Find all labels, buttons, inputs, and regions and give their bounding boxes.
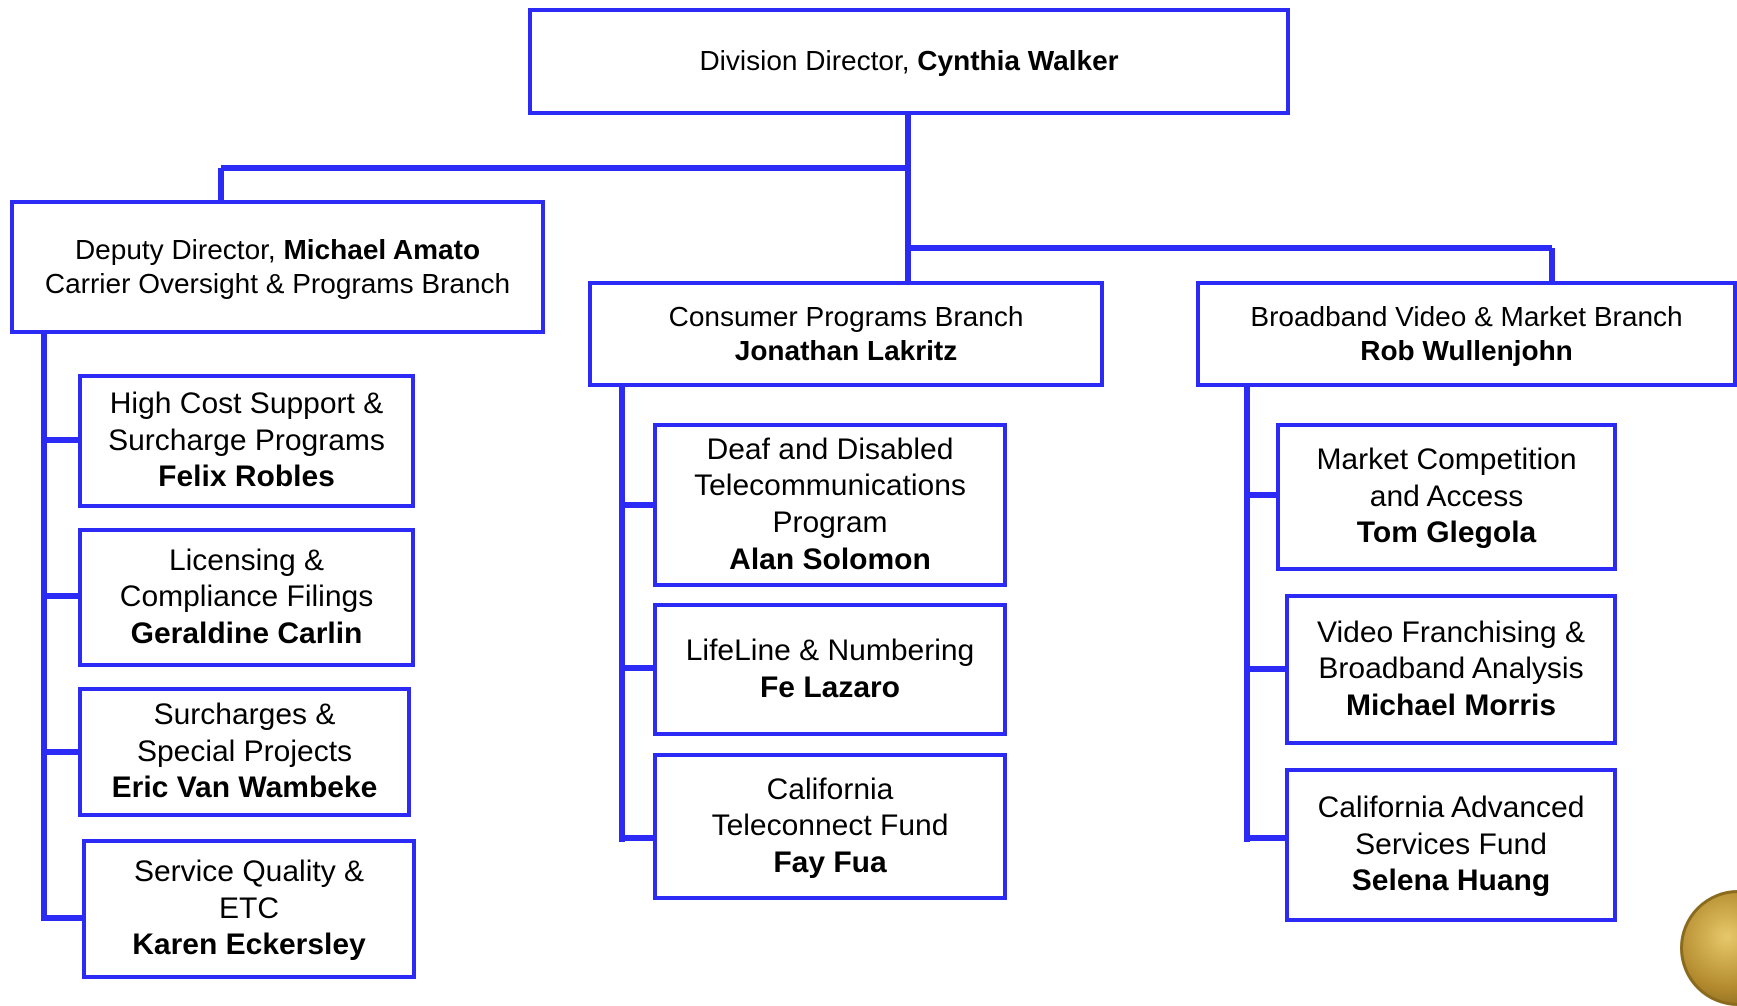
deputy-name: Michael Amato <box>283 233 481 265</box>
consumer-branch-head: Jonathan Lakritz <box>734 335 958 366</box>
unit-deaf-disabled-program: Deaf and Disabled Telecommunications Pro… <box>653 423 1007 587</box>
unit-advanced-services-fund: California Advanced Services Fund Selena… <box>1285 768 1617 922</box>
deputy-director-box: Deputy Director, Michael Amato Carrier O… <box>10 200 545 334</box>
broadband-branch-name: Broadband Video & Market Branch <box>1250 300 1683 332</box>
unit-service-quality-etc: Service Quality & ETC Karen Eckersley <box>82 839 416 979</box>
broadband-branch-head: Rob Wullenjohn <box>1360 335 1573 366</box>
unit-teleconnect-fund: California Teleconnect Fund Fay Fua <box>653 753 1007 900</box>
director-title: Division Director, <box>699 45 918 77</box>
broadband-branch-box: Broadband Video & Market Branch Rob Wull… <box>1196 281 1737 387</box>
consumer-branch-name: Consumer Programs Branch <box>668 300 1024 332</box>
unit-lifeline-numbering: LifeLine & Numbering Fe Lazaro <box>653 603 1007 736</box>
unit-surcharges-special-projects: Surcharges & Special Projects Eric Van W… <box>78 687 411 817</box>
unit-licensing-compliance: Licensing & Compliance Filings Geraldine… <box>78 528 415 667</box>
unit-high-cost-support: High Cost Support & Surcharge Programs F… <box>78 374 415 508</box>
director-name: Cynthia Walker <box>917 45 1119 77</box>
unit-video-franchising: Video Franchising & Broadband Analysis M… <box>1285 594 1617 745</box>
unit-market-competition: Market Competition and Access Tom Glegol… <box>1276 423 1617 571</box>
deputy-branch: Carrier Oversight & Programs Branch <box>44 268 511 299</box>
connector-lines <box>41 114 1555 921</box>
deputy-title: Deputy Director, <box>74 233 284 265</box>
consumer-branch-box: Consumer Programs Branch Jonathan Lakrit… <box>588 281 1104 387</box>
division-director-box: Division Director, Cynthia Walker <box>528 8 1290 115</box>
